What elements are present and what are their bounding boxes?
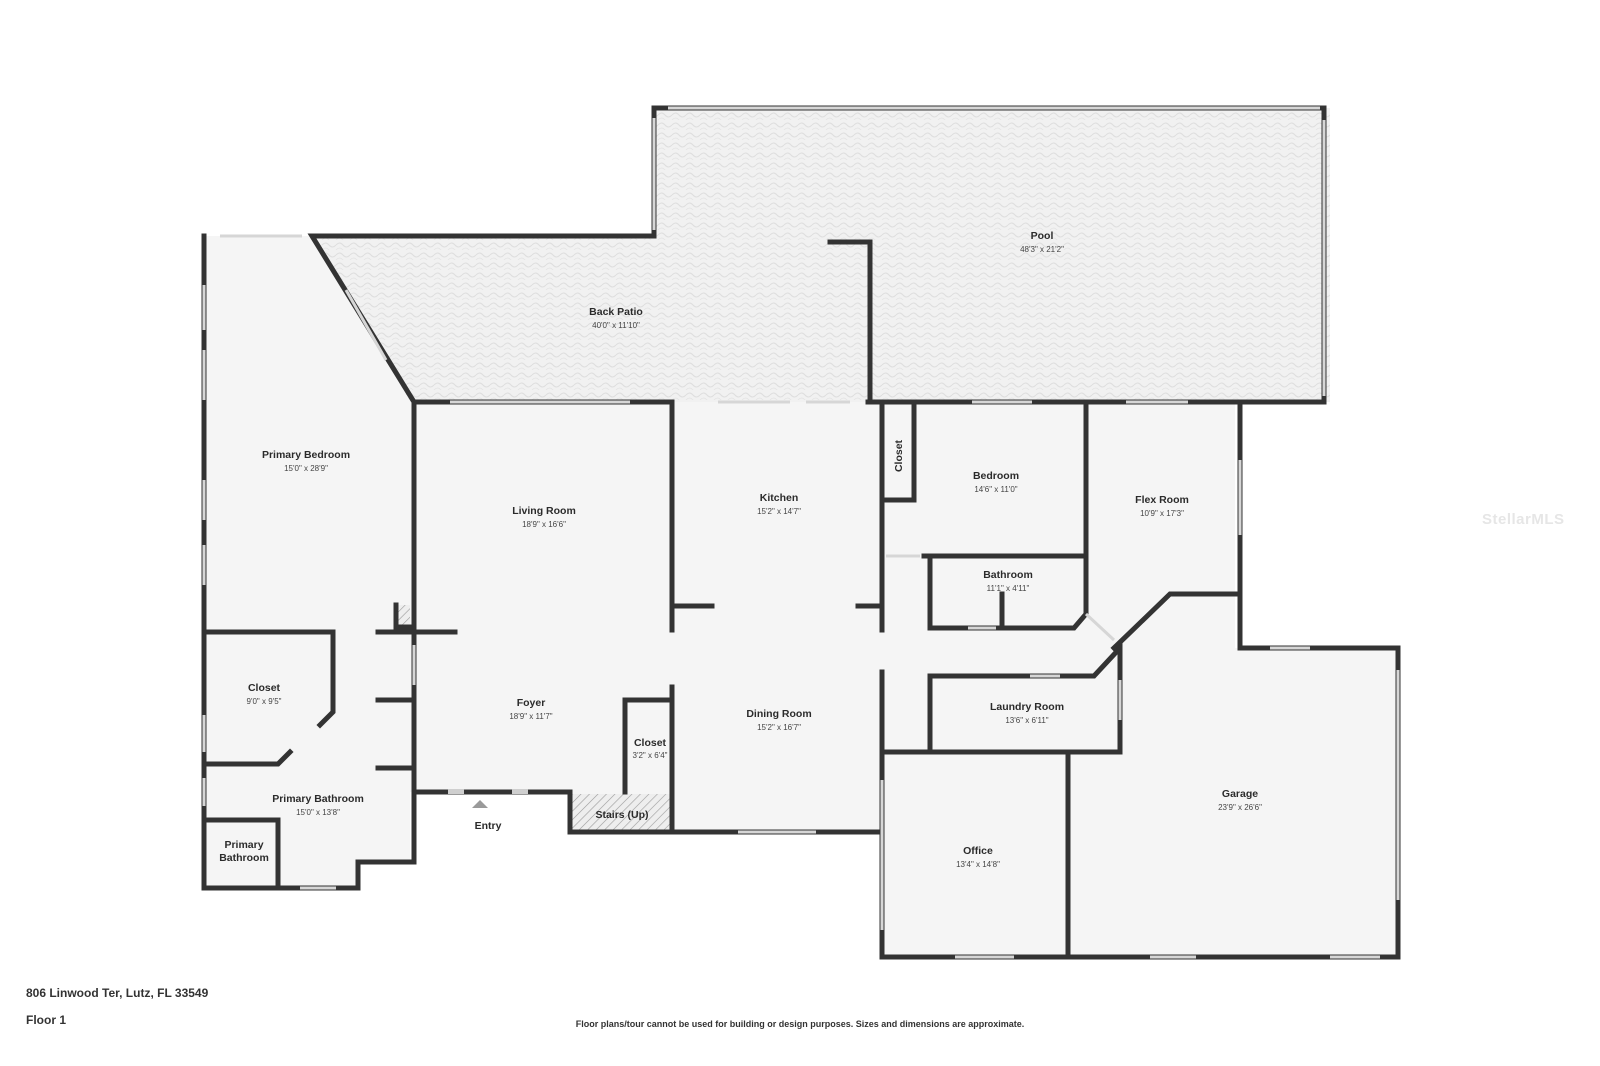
living-room-dim: 18'9" x 16'6" xyxy=(522,520,566,529)
entry-label: Entry xyxy=(475,820,502,832)
bedroom-label: Bedroom xyxy=(973,470,1019,482)
flex-room-label: Flex Room xyxy=(1135,494,1189,506)
primary-bathroom-label: Primary Bathroom xyxy=(272,793,364,805)
indoor-floor xyxy=(204,236,1398,957)
living-room-label: Living Room xyxy=(512,505,576,517)
pool-label: Pool xyxy=(1031,230,1054,242)
office-dim: 13'4" x 14'8" xyxy=(956,860,1000,869)
bathroom-label: Bathroom xyxy=(983,569,1033,581)
room-labels: Pool 48'3" x 21'2" Back Patio 40'0" x 11… xyxy=(219,230,1262,869)
closet-primary-label: Closet xyxy=(248,682,281,694)
pool-area xyxy=(868,112,1328,400)
office-label: Office xyxy=(963,845,993,857)
entry-door[interactable] xyxy=(448,789,528,808)
primary-bedroom-label: Primary Bedroom xyxy=(262,449,350,461)
stairs-hatch xyxy=(572,794,672,830)
back-patio-dim: 40'0" x 11'10" xyxy=(592,321,640,330)
pool-dim: 48'3" x 21'2" xyxy=(1020,245,1064,254)
outdoor-areas xyxy=(316,108,1330,402)
laundry-room-label: Laundry Room xyxy=(990,701,1064,713)
back-patio-label: Back Patio xyxy=(589,306,643,318)
floor-label: Floor 1 xyxy=(26,1013,67,1027)
watermark: StellarMLS xyxy=(1482,511,1565,528)
primary-bathroom-2-label-2: Bathroom xyxy=(219,852,269,864)
disclaimer: Floor plans/tour cannot be used for buil… xyxy=(575,1019,1025,1029)
stairs-label: Stairs (Up) xyxy=(595,809,648,821)
garage-dim: 23'9" x 26'6" xyxy=(1218,803,1262,812)
bedroom-dim: 14'6" x 11'0" xyxy=(974,485,1017,494)
windows xyxy=(202,106,1400,959)
property-address: 806 Linwood Ter, Lutz, FL 33549 xyxy=(26,986,209,1000)
closet-foyer-dim: 3'2" x 6'4" xyxy=(633,751,668,760)
closet-primary-dim: 9'0" x 9'5" xyxy=(247,697,282,706)
garage-label: Garage xyxy=(1222,788,1258,800)
foyer-dim: 18'9" x 11'7" xyxy=(509,712,552,721)
primary-bedroom-dim: 15'0" x 28'9" xyxy=(284,464,328,473)
kitchen-label: Kitchen xyxy=(760,492,799,504)
bathroom-dim: 11'1" x 4'11" xyxy=(987,584,1030,593)
closet-small-label: Closet xyxy=(893,439,905,472)
foyer-label: Foyer xyxy=(517,697,546,709)
primary-bathroom-2-label-1: Primary xyxy=(224,839,263,851)
stair-post-hatch xyxy=(396,605,410,627)
dining-room-label: Dining Room xyxy=(746,708,811,720)
flex-room-dim: 10'9" x 17'3" xyxy=(1140,509,1184,518)
entry-arrow-icon xyxy=(472,800,488,808)
dining-room-dim: 15'2" x 16'7" xyxy=(757,723,801,732)
laundry-room-dim: 13'6" x 6'11" xyxy=(1005,716,1048,725)
closet-foyer-label: Closet xyxy=(634,737,667,749)
kitchen-dim: 15'2" x 14'7" xyxy=(757,507,801,516)
primary-bathroom-dim: 15'0" x 13'8" xyxy=(296,808,340,817)
